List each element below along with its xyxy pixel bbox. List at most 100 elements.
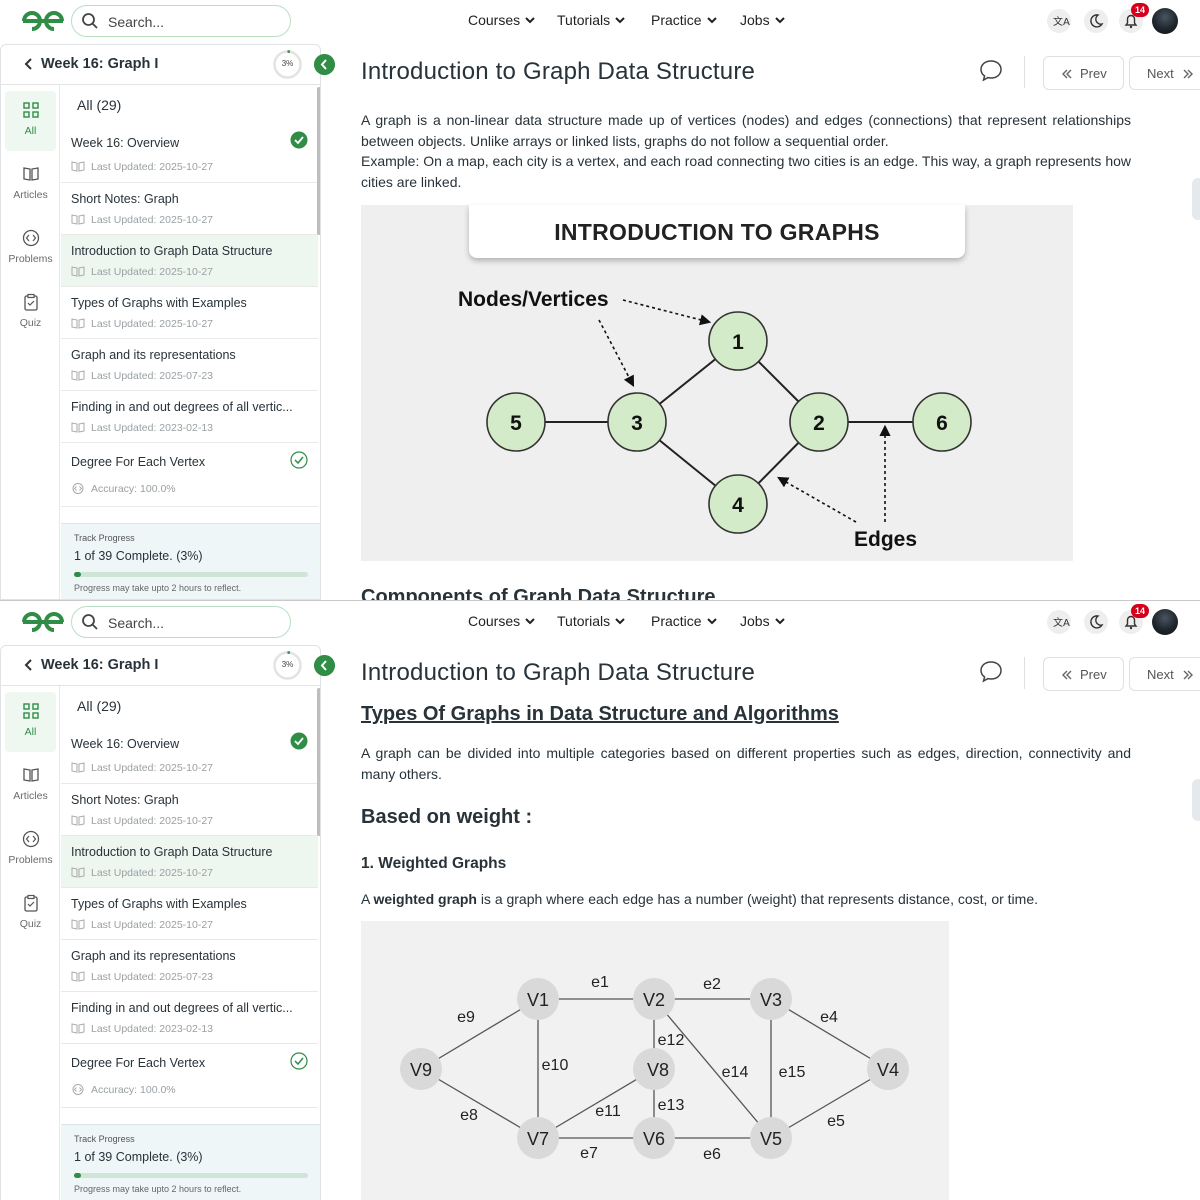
prev-button[interactable]: Prev <box>1043 56 1124 90</box>
list-item-title: Finding in and out degrees of all vertic… <box>71 1001 293 1015</box>
chevron-left-icon[interactable] <box>23 658 35 672</box>
list-item[interactable]: Finding in and out degrees of all vertic… <box>61 992 318 1044</box>
gfg-logo-icon[interactable] <box>20 8 66 34</box>
book-icon <box>71 919 85 930</box>
rail-articles-label: Articles <box>13 790 48 802</box>
collapse-sidebar-button[interactable] <box>314 54 335 75</box>
collapse-sidebar-button[interactable] <box>314 655 335 676</box>
list-item-title: Degree For Each Vertex <box>71 455 206 469</box>
rail-quiz[interactable]: Quiz <box>5 283 56 343</box>
side-drawer-tab[interactable] <box>1192 779 1200 821</box>
check-outline-icon <box>290 451 308 469</box>
list-item-meta-text: Last Updated: 2025-10-27 <box>91 867 214 879</box>
rail-all[interactable]: All <box>5 91 56 151</box>
list-item[interactable]: Degree For Each Vertex Accuracy: 100.0% <box>61 443 318 507</box>
list-item[interactable]: Types of Graphs with Examples Last Updat… <box>61 287 318 339</box>
nav-courses[interactable]: Courses <box>468 613 536 629</box>
list-item-meta-text: Last Updated: 2025-10-27 <box>91 318 214 330</box>
list-item-meta: Last Updated: 2025-10-27 <box>71 266 213 278</box>
edge-label: e1 <box>591 974 609 991</box>
weighted-paragraph: A weighted graph is a graph where each e… <box>361 889 1131 910</box>
list-item-meta-text: Last Updated: 2023-02-13 <box>91 1023 214 1035</box>
avatar[interactable] <box>1152 8 1178 34</box>
nav-courses[interactable]: Courses <box>468 12 536 28</box>
track-progress-note: Progress may take upto 2 hours to reflec… <box>74 1184 242 1194</box>
list-item-active[interactable]: Introduction to Graph Data Structure Las… <box>61 235 318 287</box>
rail-articles-label: Articles <box>13 189 48 201</box>
list-item-title: Week 16: Overview <box>71 136 180 150</box>
list-item-meta-text: Last Updated: 2025-10-27 <box>91 266 214 278</box>
weighted-graph-nodes <box>400 978 909 1159</box>
edge-label: e14 <box>722 1064 749 1081</box>
divider <box>1024 657 1025 689</box>
translate-icon[interactable]: 文A <box>1046 8 1072 34</box>
search-bar[interactable]: Search... <box>71 606 291 638</box>
sidebar-header: Week 16: Graph I 3% <box>1 646 320 686</box>
edge-label: e2 <box>703 976 721 993</box>
list-item[interactable]: Short Notes: Graph Last Updated: 2025-10… <box>61 784 318 836</box>
sidebar-scrollbar[interactable] <box>317 87 320 235</box>
edge-label: e7 <box>580 1145 598 1162</box>
nav-jobs[interactable]: Jobs <box>740 613 786 629</box>
progress-percent: 3% <box>281 59 294 68</box>
chevron-down-icon <box>706 618 717 625</box>
nav-practice[interactable]: Practice <box>651 12 718 28</box>
rail-problems[interactable]: Problems <box>5 820 56 880</box>
next-button[interactable]: Next <box>1129 56 1200 90</box>
track-progress-count: 1 of 39 Complete. (3%) <box>74 549 203 563</box>
search-bar[interactable]: Search... <box>71 5 291 37</box>
double-chevron-left-icon <box>1062 670 1072 680</box>
rail-all[interactable]: All <box>5 692 56 752</box>
nav-tutorials[interactable]: Tutorials <box>557 613 626 629</box>
nav-tutorials[interactable]: Tutorials <box>557 12 626 28</box>
translate-icon[interactable]: 文A <box>1046 609 1072 635</box>
rail-articles[interactable]: Articles <box>5 155 56 215</box>
node-label: 3 <box>631 412 643 435</box>
list-item[interactable]: Finding in and out degrees of all vertic… <box>61 391 318 443</box>
next-button[interactable]: Next <box>1129 657 1200 691</box>
weighted-para-bold: weighted graph <box>373 891 477 907</box>
rail-articles[interactable]: Articles <box>5 756 56 816</box>
check-filled-icon <box>290 732 308 750</box>
list-item[interactable]: Week 16: Overview Last Updated: 2025-10-… <box>61 127 318 183</box>
notification-badge: 14 <box>1131 604 1149 618</box>
list-item[interactable]: Graph and its representations Last Updat… <box>61 339 318 391</box>
comment-icon[interactable] <box>978 58 1004 84</box>
rail-problems[interactable]: Problems <box>5 219 56 279</box>
book-icon <box>71 867 85 878</box>
list-item-title: Introduction to Graph Data Structure <box>71 244 273 258</box>
top-navbar: Search... Courses Tutorials Practice Job… <box>0 601 1200 643</box>
book-icon <box>22 167 39 181</box>
list-item[interactable]: Types of Graphs with Examples Last Updat… <box>61 888 318 940</box>
edge-label: e8 <box>460 1107 478 1124</box>
comment-icon[interactable] <box>978 659 1004 685</box>
chevron-down-icon <box>706 17 717 24</box>
dark-mode-moon-icon[interactable] <box>1083 8 1109 34</box>
prev-button[interactable]: Prev <box>1043 657 1124 691</box>
list-item-meta: Last Updated: 2025-10-27 <box>71 318 213 330</box>
list-item[interactable]: Short Notes: Graph Last Updated: 2025-10… <box>61 183 318 235</box>
list-item[interactable]: Degree For Each Vertex Accuracy: 100.0% <box>61 1044 318 1108</box>
avatar[interactable] <box>1152 609 1178 635</box>
filter-all-count: All (29) <box>77 97 122 113</box>
rail-problems-label: Problems <box>8 253 53 265</box>
vertex-label: V5 <box>760 1129 782 1149</box>
dark-mode-moon-icon[interactable] <box>1083 609 1109 635</box>
code-icon <box>22 229 39 247</box>
sidebar-scrollbar[interactable] <box>317 688 320 836</box>
list-item[interactable]: Week 16: Overview Last Updated: 2025-10-… <box>61 728 318 784</box>
nav-practice[interactable]: Practice <box>651 613 718 629</box>
rail-quiz[interactable]: Quiz <box>5 884 56 944</box>
list-item-active[interactable]: Introduction to Graph Data Structure Las… <box>61 836 318 888</box>
next-label: Next <box>1147 667 1174 682</box>
sidebar-title: Week 16: Graph I <box>41 657 159 673</box>
vertex-label: V8 <box>647 1060 669 1080</box>
list-item[interactable]: Graph and its representations Last Updat… <box>61 940 318 992</box>
graph-nodes <box>486 311 972 534</box>
chevron-left-icon[interactable] <box>23 57 35 71</box>
nav-jobs[interactable]: Jobs <box>740 12 786 28</box>
gfg-logo-icon[interactable] <box>20 609 66 635</box>
track-progress-label: Track Progress <box>74 533 135 543</box>
side-drawer-tab[interactable] <box>1192 178 1200 220</box>
types-heading-link[interactable]: Types Of Graphs in Data Structure and Al… <box>361 703 839 725</box>
